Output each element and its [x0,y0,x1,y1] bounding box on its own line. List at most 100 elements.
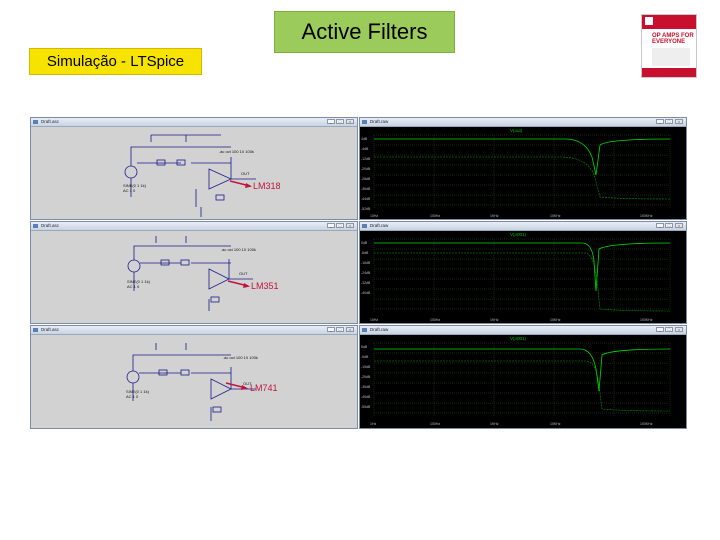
close-button[interactable]: × [675,119,683,124]
y-tick: -25dB [361,375,371,379]
y-tick: -20dB [361,167,371,171]
callout-arrow [227,280,250,288]
x-tick: 100Hz [430,422,440,426]
slide-subtitle: Simulação - LTSpice [29,48,202,75]
output-label: OUT [239,271,248,276]
y-tick: -36dB [361,187,371,191]
y-tick: -35dB [361,385,371,389]
x-tick: 1KHz [490,422,499,426]
x-tick: 100Hz [430,318,440,322]
schematic-window-lm318[interactable]: Draft.asc _ □ × .ac oct 100 10 100k SINE… [30,117,358,220]
trace-label: V(n001) [510,232,527,237]
output-label: OUT [241,171,250,176]
schematic-window-lm741[interactable]: Draft.asc _ □ × .ac oct 100 10 100k SINE… [30,325,358,429]
y-tick: -24dB [361,271,371,275]
schematic-canvas[interactable]: .ac oct 100 10 100k SINE(0 1 1k) AC 1 0 … [31,335,357,428]
window-titlebar[interactable]: Draft.asc _ □ × [31,118,357,127]
callout-lm318: LM318 [253,181,281,191]
window-title: Draft.raw [370,119,389,124]
book-cover-image: OP AMPS FOR EVERYONE [641,14,697,78]
y-tick: -40dB [361,291,371,295]
maximize-button[interactable]: □ [336,119,344,124]
y-tick: -16dB [361,261,371,265]
waveform-window-lm318[interactable]: Draft.raw _ □ × V(out) 4dB -4dB -12dB -2… [359,117,687,220]
ltspice-icon [33,328,38,332]
window-title: Draft.raw [370,327,389,332]
minimize-button[interactable]: _ [656,327,664,332]
minimize-button[interactable]: _ [656,119,664,124]
window-titlebar[interactable]: Draft.raw _ □ × [360,326,686,335]
slide-title: Active Filters [274,11,455,53]
x-tick: 100KHz [640,318,653,322]
ltspice-icon [33,120,38,124]
waveform-icon [362,120,367,124]
y-tick: 5dB [361,345,368,349]
maximize-button[interactable]: □ [665,119,673,124]
minimize-button[interactable]: _ [327,119,335,124]
maximize-button[interactable]: □ [336,223,344,228]
x-tick: 1KHz [490,214,499,218]
window-titlebar[interactable]: Draft.raw _ □ × [360,222,686,231]
schematic-canvas[interactable]: .ac oct 100 10 100k SINE(0 1 1k) AC 1 0 … [31,127,357,219]
maximize-button[interactable]: □ [665,327,673,332]
x-tick: 10Hz [370,318,378,322]
y-tick: -45dB [361,395,371,399]
waveform-icon [362,224,367,228]
y-tick: -8dB [361,251,369,255]
window-titlebar[interactable]: Draft.raw _ □ × [360,118,686,127]
ltspice-icon [33,224,38,228]
y-tick: -28dB [361,177,371,181]
window-title: Draft.raw [370,223,389,228]
filter-schematic: .ac oct 100 10 100k SINE(0 1 1k) AC 1 0 … [127,236,256,311]
filter-schematic: .ac oct 100 10 100k SINE(0 1 1k) AC 1 0 … [123,134,256,217]
plot-area[interactable]: V(n001) 0dB -8dB -16dB -24dB -32dB -40dB… [360,231,686,323]
filter-schematic: .ac oct 100 10 100k SINE(0 1 1k) AC 1 0 … [126,343,258,421]
close-button[interactable]: × [675,223,683,228]
spice-directive: .ac oct 100 10 100k [223,355,258,360]
window-title: Draft.asc [41,327,60,332]
schematic-canvas[interactable]: .ac oct 100 10 100k SINE(0 1 1k) AC 1 0 … [31,231,357,323]
close-button[interactable]: × [346,119,354,124]
maximize-button[interactable]: □ [665,223,673,228]
x-tick: 1Hz [370,422,376,426]
window-titlebar[interactable]: Draft.asc _ □ × [31,222,357,231]
maximize-button[interactable]: □ [336,327,344,332]
callout-arrow [229,180,252,188]
x-tick: 10KHz [550,214,561,218]
source-label: SINE(0 1 1k) [126,389,150,394]
y-tick: -12dB [361,157,371,161]
minimize-button[interactable]: _ [656,223,664,228]
x-tick: 100KHz [640,214,653,218]
y-tick: -44dB [361,197,371,201]
bode-plot-3: V(n001) 5dB -5dB -15dB -25dB -35dB -45dB… [361,336,671,426]
y-tick: -15dB [361,365,371,369]
callout-lm351: LM351 [251,281,279,291]
x-tick: 10Hz [370,214,378,218]
y-tick: -52dB [361,207,371,211]
x-tick: 10KHz [550,318,561,322]
publisher-logo-icon [645,17,653,25]
x-tick: 100Hz [430,214,440,218]
close-button[interactable]: × [675,327,683,332]
plot-area[interactable]: V(n001) 5dB -5dB -15dB -25dB -35dB -45dB… [360,335,686,428]
window-title: Draft.asc [41,119,60,124]
book-cover-art [652,48,690,66]
waveform-window-lm741[interactable]: Draft.raw _ □ × V(n001) 5dB -5dB -15dB -… [359,325,687,429]
y-tick: 4dB [361,137,368,141]
bode-plot-2: V(n001) 0dB -8dB -16dB -24dB -32dB -40dB… [361,232,671,322]
window-titlebar[interactable]: Draft.asc _ □ × [31,326,357,335]
window-title: Draft.asc [41,223,60,228]
minimize-button[interactable]: _ [327,327,335,332]
x-tick: 10KHz [550,422,561,426]
ac-label: AC 1 0 [127,284,140,289]
x-tick: 1KHz [490,318,499,322]
plot-area[interactable]: V(out) 4dB -4dB -12dB -20dB -28dB -36dB … [360,127,686,219]
close-button[interactable]: × [346,223,354,228]
close-button[interactable]: × [346,327,354,332]
schematic-window-lm351[interactable]: Draft.asc _ □ × .ac oct 100 10 100k SINE… [30,221,358,324]
y-tick: -55dB [361,405,371,409]
output-label: OUT [243,381,252,386]
book-cover-footer [642,68,696,77]
waveform-window-lm351[interactable]: Draft.raw _ □ × V(n001) 0dB -8dB -16dB -… [359,221,687,324]
minimize-button[interactable]: _ [327,223,335,228]
